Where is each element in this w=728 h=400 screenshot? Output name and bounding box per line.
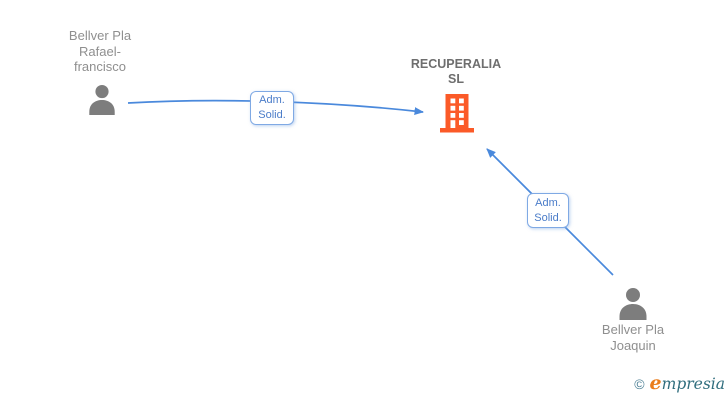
logo-wordmark: mpresia xyxy=(661,375,725,393)
edge1-role-label: Adm. Solid. xyxy=(250,91,294,125)
edge2-role-label: Adm. Solid. xyxy=(527,193,569,228)
company-name[interactable]: RECUPERALIA SL xyxy=(410,57,502,86)
person1-name[interactable]: Bellver Pla Rafael- francisco xyxy=(68,28,132,74)
logo-initial-letter: e xyxy=(649,372,662,394)
empresia-logo[interactable]: © e mpresia xyxy=(634,374,725,394)
person2-name[interactable]: Bellver Pla Joaquin xyxy=(601,322,665,353)
building-icon xyxy=(440,94,474,133)
company-node[interactable] xyxy=(439,93,475,139)
person2-node[interactable] xyxy=(616,287,650,326)
person-icon xyxy=(89,84,115,116)
person-icon xyxy=(619,288,647,320)
person1-node[interactable] xyxy=(86,84,118,121)
copyright-icon: © xyxy=(634,376,645,392)
